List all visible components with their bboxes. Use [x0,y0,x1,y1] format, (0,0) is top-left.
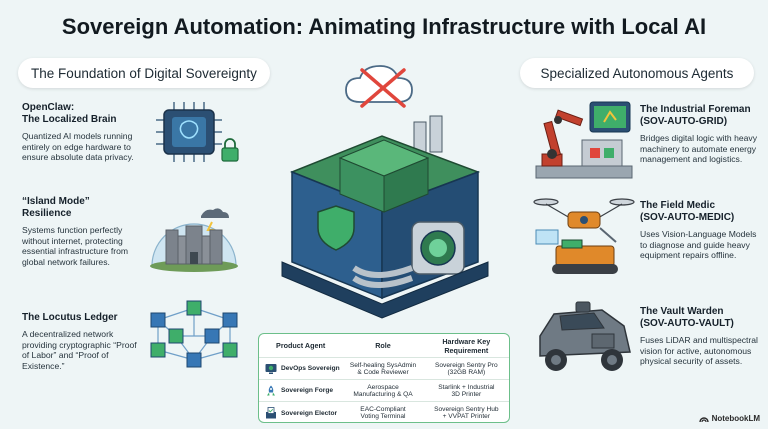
left-item-island-mode: “Island Mode” Resilience Systems functio… [22,196,140,268]
right-item-field-medic: The Field Medic (SOV-AUTO-MEDIC) Uses Vi… [640,200,764,261]
left-item-title: The Locutus Ledger [22,312,118,323]
left-item-body: Quantized AI models running entirely on … [22,131,134,163]
table-cell-agent: Sovereign Forge [281,387,334,394]
table-header-role: Role [375,341,391,350]
brand-label: NotebookLM [711,414,760,423]
left-item-title: OpenClaw: The Localized Brain [22,102,117,125]
sovereign-server-no-cloud-icon [281,65,489,319]
product-agent-table: Product Agent Role Hardware Key Requirem… [258,333,510,423]
right-item-body: Bridges digital logic with heavy machine… [640,133,758,165]
robot-arm-icon [535,101,633,179]
notebooklm-logo-icon [698,416,709,422]
section-heading-left: The Foundation of Digital Sovereignty [18,58,270,88]
table-header-agent: Product Agent [276,341,326,350]
table-header-row: Product Agent Role Hardware Key Requirem… [259,334,509,358]
table-cell-role: Self-healing SysAdmin & Code Reviewer [349,361,417,376]
table-row: Sovereign Elector EAC-Compliant Voting T… [259,402,509,422]
table-cell-agent: Sovereign Elector [281,409,338,417]
right-item-body: Fuses LiDAR and multispectral vision for… [640,335,758,367]
right-item-body: Uses Vision-Language Models to diagnose … [640,229,757,261]
table-cell-agent: DevOps Sovereign [281,365,340,372]
left-item-body: Systems function perfectly without inter… [22,225,129,268]
table-header-hardware: Hardware Key Requirement [442,336,491,355]
drone-rover-icon [533,198,635,274]
gear-monitor-icon [265,363,277,374]
left-item-body: A decentralized network providing crypto… [22,329,137,372]
left-item-locutus-ledger: The Locutus Ledger A decentralized netwo… [22,312,138,372]
table-cell-role: Aerospace Manufacturing & QA [353,383,413,398]
table-cell-hardware: Starlink + Industrial 3D Printer [438,383,495,398]
right-item-vault-warden: The Vault Warden (SOV-AUTO-VAULT) Fuses … [640,306,764,367]
rocket-icon [267,385,275,395]
ballot-box-icon [266,407,276,419]
left-item-title: “Island Mode” Resilience [22,196,90,219]
brand-watermark: NotebookLM [698,414,760,423]
table-cell-hardware: Sovereign Sentry Pro (32GB RAM) [434,361,498,376]
right-item-industrial-foreman: The Industrial Foreman (SOV-AUTO-GRID) B… [640,104,764,165]
blockchain-network-icon [150,300,238,368]
armored-vehicle-icon [539,301,631,371]
right-item-title: The Field Medic (SOV-AUTO-MEDIC) [640,200,735,223]
section-heading-right: Specialized Autonomous Agents [520,58,754,88]
table-cell-hardware: Sovereign Sentry Hub + VVPAT Printer [434,406,499,420]
right-item-title: The Industrial Foreman (SOV-AUTO-GRID) [640,104,751,127]
dome-fortress-icon [150,208,238,272]
left-item-openclaw: OpenClaw: The Localized Brain Quantized … [22,102,134,163]
ai-chip-lock-icon [156,102,239,162]
table-row: Sovereign Forge Aerospace Manufacturing … [259,380,509,402]
table-row: DevOps Sovereign Self-healing SysAdmin &… [259,358,509,380]
right-item-title: The Vault Warden (SOV-AUTO-VAULT) [640,306,734,329]
table-cell-role: EAC-Compliant Voting Terminal [360,406,406,420]
page-title: Sovereign Automation: Animating Infrastr… [61,14,707,39]
